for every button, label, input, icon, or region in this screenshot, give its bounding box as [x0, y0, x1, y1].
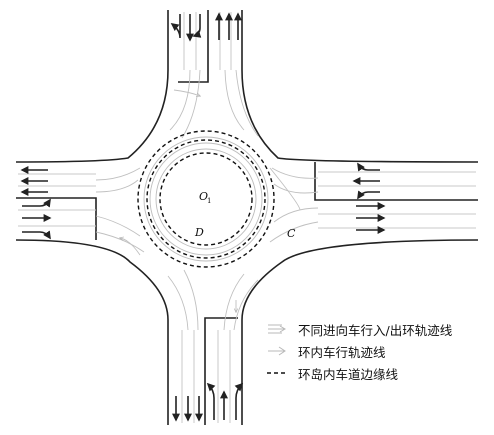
- island-edge-dashed-icon: [267, 372, 287, 374]
- refuge-east: [314, 162, 478, 201]
- point-d-label: D: [194, 226, 204, 239]
- road-edge-ne: [241, 10, 479, 163]
- legend-label: 不同进向车行入/出环轨迹线: [298, 322, 453, 338]
- legend-item: 不同进向车行入/出环轨迹线: [266, 318, 492, 340]
- lane-lines: [18, 12, 476, 423]
- ring-trajectory-icon: [268, 346, 286, 356]
- legend-item: 环岛内车道边缘线: [266, 362, 492, 384]
- refuge-west: [16, 197, 97, 240]
- refuge-north: [178, 10, 209, 83]
- point-c-label: C: [287, 227, 296, 240]
- point-labels: O 1 D C: [194, 190, 296, 240]
- entry-exit-trajectories: [95, 69, 319, 331]
- center-subscript: 1: [207, 197, 211, 205]
- road-edge-nw: [15, 10, 169, 163]
- refuge-south: [204, 317, 238, 425]
- legend: 不同进向车行入/出环轨迹线 环内车行轨迹线 环岛内车道边缘线: [266, 318, 492, 384]
- legend-label: 环岛内车道边缘线: [298, 366, 399, 382]
- entry-exit-trajectory-icon: [268, 324, 286, 334]
- ring-trajectories: [143, 136, 269, 262]
- lane-arrows: [20, 12, 386, 422]
- island-edge-dashed: [137, 130, 275, 268]
- legend-label: 环内车行轨迹线: [298, 344, 386, 360]
- center-label: O: [199, 190, 208, 203]
- road-edge-se: [241, 239, 479, 425]
- road-edge-sw: [15, 239, 169, 425]
- road-edges: [15, 10, 479, 425]
- legend-item: 环内车行轨迹线: [266, 340, 492, 362]
